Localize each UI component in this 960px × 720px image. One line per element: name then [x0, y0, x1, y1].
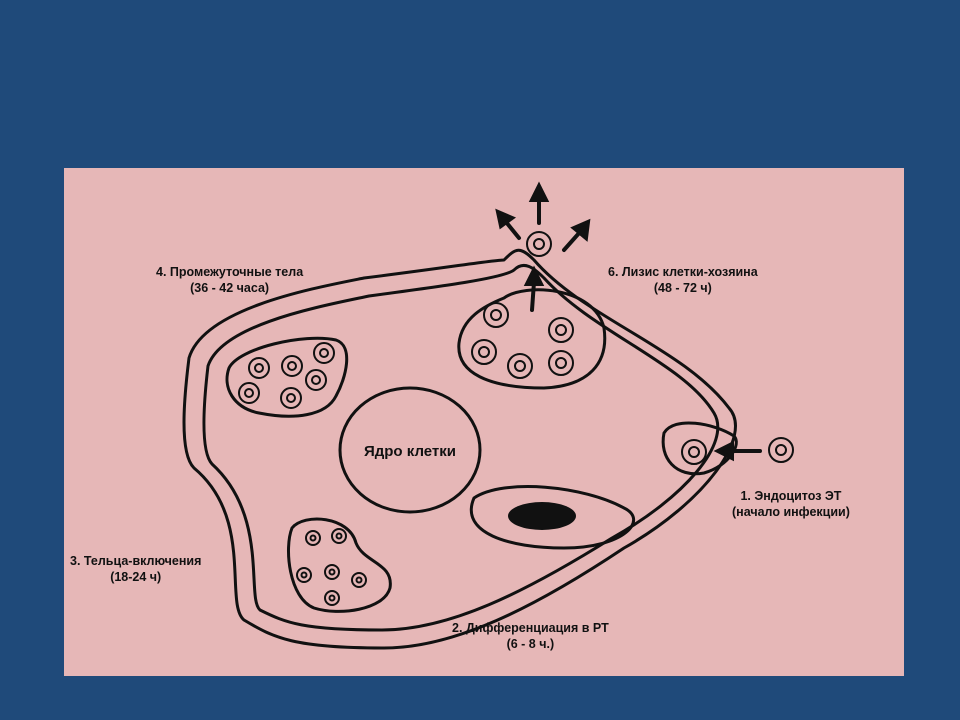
cell-membrane-inner [202, 264, 720, 632]
stage-4-subtitle: (36 - 42 часа) [190, 281, 270, 295]
nucleus [338, 386, 482, 514]
stage-4-title: 4. Промежуточные тела [156, 265, 304, 279]
elementary-bodies-lysis [471, 231, 574, 379]
arrow-entry-icon [713, 440, 762, 462]
stage-1-title: 1. Эндоцитоз ЭТ [740, 489, 842, 503]
inclusion-bodies [296, 528, 367, 606]
cell-membrane-outer [182, 248, 737, 650]
stage-2-label: 2. Дифференциация в РТ (6 - 8 ч.) [452, 620, 609, 652]
arrow-up-right-icon [562, 218, 591, 252]
stage-3-label: 3. Тельца-включения (18-24 ч) [70, 553, 201, 585]
stage-6-subtitle: (48 - 72 ч) [653, 281, 712, 295]
nucleus-label: Ядро клетки [364, 443, 456, 460]
diagram-panel: Ядро клетки 1. Эндоцитоз ЭТ (начало инфе… [64, 168, 904, 676]
dense-body [508, 502, 576, 530]
intermediate-bodies-vacuole [225, 336, 349, 418]
arrow-up-left-icon [495, 208, 521, 240]
stage-1-label: 1. Эндоцитоз ЭТ (начало инфекции) [732, 488, 850, 520]
stage-2-subtitle: (6 - 8 ч.) [506, 637, 555, 651]
inclusion-bodies-vacuole [286, 517, 392, 613]
stage-6-title: 6. Лизис клетки-хозяина [608, 265, 758, 279]
arrow-up-icon [528, 181, 550, 225]
intermediate-bodies [238, 342, 335, 409]
stage-1-subtitle: (начало инфекции) [732, 505, 850, 519]
stage-6-label: 6. Лизис клетки-хозяина (48 - 72 ч) [608, 264, 758, 296]
arrow-exit-icon [523, 265, 545, 312]
lysis-vacuole [457, 288, 607, 390]
stage-3-title: 3. Тельца-включения [70, 554, 202, 568]
stage-2-title: 2. Дифференциация в РТ [452, 621, 609, 635]
differentiation-compartment [469, 485, 636, 550]
stage-3-subtitle: (18-24 ч) [110, 570, 162, 584]
chlamydia-life-cycle-diagram: Ядро клетки [182, 181, 794, 650]
stage-4-label: 4. Промежуточные тела (36 - 42 часа) [156, 264, 303, 296]
elementary-bodies-entry [681, 437, 794, 465]
